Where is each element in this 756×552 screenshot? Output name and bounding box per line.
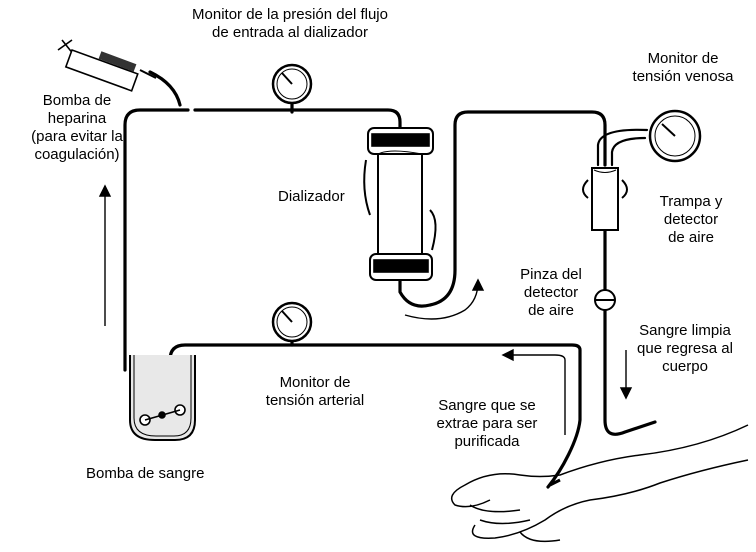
arm-illustration xyxy=(450,424,749,543)
air-trap-icon xyxy=(582,167,628,231)
venous-pressure-gauge xyxy=(648,109,702,163)
air-clamp-icon xyxy=(594,289,616,311)
extraction-arrow xyxy=(501,348,566,435)
dialyzer-label: Dializador xyxy=(278,188,345,205)
blood-extracted-label: Sangre que se extrae para ser purificada xyxy=(436,397,538,450)
arterial-tube xyxy=(168,343,582,489)
blood-pump-icon xyxy=(129,355,196,441)
downflow-arrow xyxy=(619,350,633,400)
clean-blood-label: Sangre limpia que regresa al cuerpo xyxy=(637,322,733,375)
dialyzer-icon xyxy=(363,127,437,281)
air-trap-label: Trampa y detector de aire xyxy=(659,193,723,246)
heparin-syringe xyxy=(57,39,157,92)
upflow-arrow xyxy=(98,184,112,326)
arterial-pressure-gauge xyxy=(271,301,313,343)
dialyzer-outlet-tube xyxy=(398,110,607,308)
arterial-monitor-label: Monitor de tensión arterial xyxy=(265,374,365,409)
inflow-pressure-gauge xyxy=(271,63,313,105)
venous-return-tube xyxy=(603,228,657,436)
venous-monitor-label: Monitor de tensión venosa xyxy=(632,50,734,85)
heparin-pump-label: Bomba de heparina (para evitar la coagul… xyxy=(31,92,123,163)
air-clamp-label: Pinza del detector de aire xyxy=(520,266,582,319)
inflow-tube xyxy=(193,108,402,130)
pump-outlet-tube xyxy=(123,108,190,372)
inflow-monitor-label: Monitor de la presión del flujo de entra… xyxy=(192,6,388,41)
venous-monitor-line xyxy=(610,136,647,167)
blood-pump-label: Bomba de sangre xyxy=(86,465,205,482)
dialyzer-return-arrow xyxy=(404,278,485,320)
heparin-line xyxy=(148,70,182,107)
